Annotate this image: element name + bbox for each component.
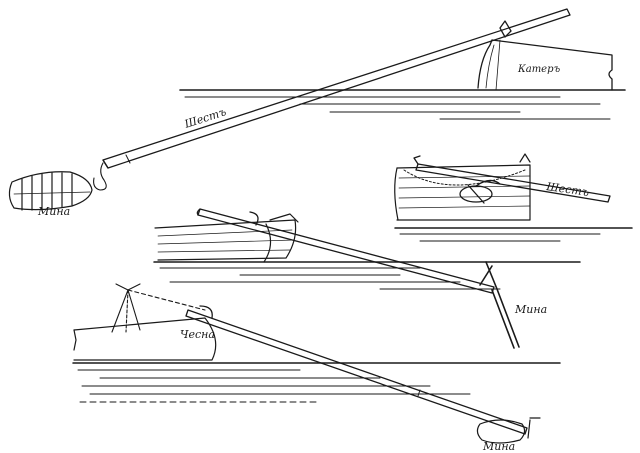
middle-pole: [196, 208, 495, 294]
label-kater: Катеръ: [517, 64, 561, 75]
label-chesna: Чесна: [180, 328, 215, 341]
middle-mine-rod: [479, 261, 520, 349]
label-mina-left: Мина: [37, 205, 70, 218]
bottom-water-lines: [72, 362, 561, 403]
middle-scene: [153, 208, 581, 349]
top-water-lines: [179, 89, 626, 120]
right-water-lines: [394, 227, 633, 242]
bottom-boat-hull: [73, 317, 217, 361]
top-pole: [102, 8, 571, 169]
middle-water-lines: [153, 261, 581, 290]
right-boat-hull: [394, 153, 531, 221]
label-mina-bottom: Мина: [482, 440, 515, 453]
top-scene: [8, 8, 626, 211]
bottom-derrick: [111, 283, 206, 333]
right-pole: [413, 155, 611, 203]
middle-boat-hull: [154, 213, 299, 263]
right-boat-chain: [403, 169, 526, 186]
label-mina-middle: Мина: [514, 303, 547, 316]
bottom-pole: [185, 305, 528, 435]
right-scene: [394, 153, 633, 242]
top-mine-line: [93, 162, 107, 191]
bottom-scene: [72, 283, 561, 444]
label-shest-right: Шестъ: [545, 180, 590, 199]
top-mine: [8, 171, 93, 211]
cutter-hull: [477, 39, 613, 91]
right-boat-anchor: [459, 179, 501, 204]
bottom-mine: [476, 417, 541, 444]
